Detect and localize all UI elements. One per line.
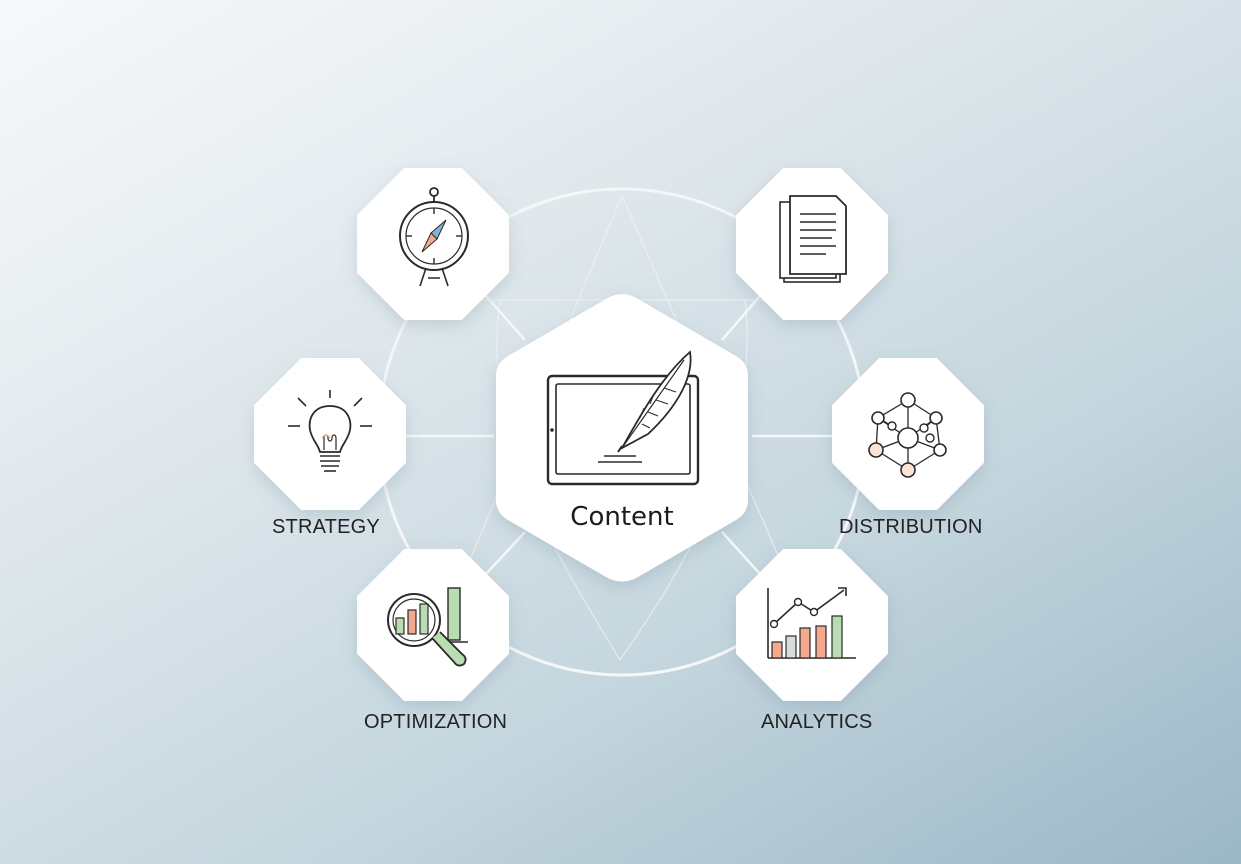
magnifier-chart-icon <box>387 587 468 667</box>
node-label-distribution: DISTRIBUTION <box>839 516 983 538</box>
center-label: Content <box>570 502 674 532</box>
node-label-analytics: ANALYTICS <box>761 711 873 733</box>
node-label-optimization: OPTIMIZATION <box>364 711 508 733</box>
node-analytics[interactable] <box>736 549 888 701</box>
network-icon <box>868 392 947 478</box>
node-compass[interactable] <box>357 168 509 320</box>
documents-icon <box>779 195 847 283</box>
trend-bar-chart-icon <box>767 587 856 659</box>
tablet-quill-icon <box>546 350 700 486</box>
lightbulb-icon <box>288 390 372 472</box>
compass-icon <box>399 187 469 287</box>
node-label-strategy: STRATEGY <box>272 516 380 538</box>
